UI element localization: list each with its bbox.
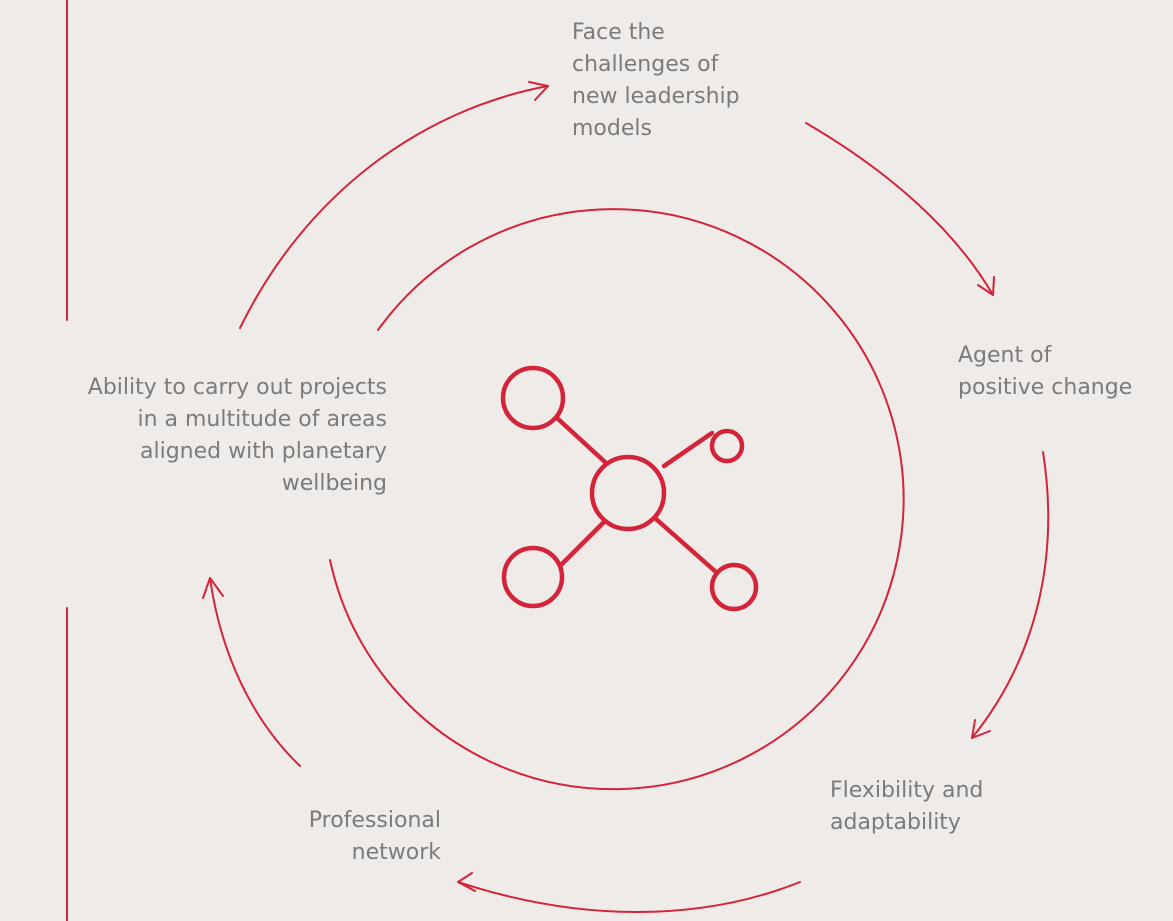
label-line: network xyxy=(351,840,441,865)
arrow-flexibility-to-network xyxy=(457,872,801,913)
label-positive-change: Agent of positive change xyxy=(958,340,1132,404)
label-professional-network: Professional network xyxy=(309,805,441,869)
label-line: wellbeing xyxy=(281,471,387,496)
label-line: Flexibility and xyxy=(830,778,984,803)
network-nodes-icon xyxy=(500,365,759,612)
label-line: positive change xyxy=(958,375,1133,400)
label-line: adaptability xyxy=(830,810,961,835)
label-line: aligned with planetary xyxy=(140,439,387,464)
label-line: Face the xyxy=(572,20,665,45)
label-line: in a multitude of areas xyxy=(137,407,387,432)
arrow-leadership-to-positive-change xyxy=(805,122,995,296)
arrow-projects-to-leadership xyxy=(239,81,549,329)
label-line: new leadership xyxy=(572,84,740,109)
arrow-network-to-projects xyxy=(202,577,301,767)
arrow-positive-change-to-flexibility xyxy=(971,451,1050,739)
label-line: models xyxy=(572,116,652,141)
inner-circle-arc xyxy=(329,208,905,791)
label-flexibility-adaptability: Flexibility and adaptability xyxy=(830,775,983,839)
label-line: challenges of xyxy=(572,52,719,77)
label-carry-out-projects: Ability to carry out projects in a multi… xyxy=(88,372,387,500)
label-new-leadership-models: Face the challenges of new leadership mo… xyxy=(572,17,740,145)
label-line: Agent of xyxy=(958,343,1052,368)
label-line: Ability to carry out projects xyxy=(87,375,387,400)
label-line: Professional xyxy=(308,808,441,833)
